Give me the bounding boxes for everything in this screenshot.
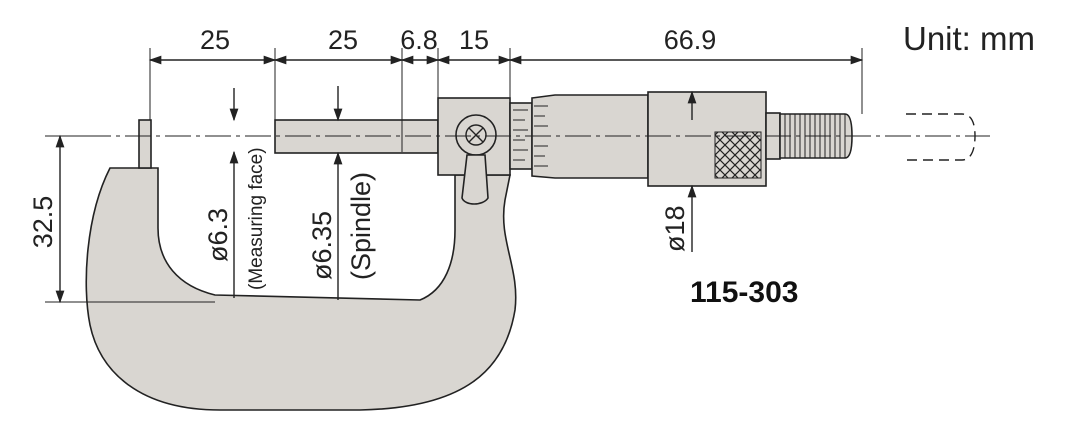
dim-top-4: 15: [459, 25, 489, 55]
lock-lever: [455, 114, 497, 205]
anvil: [138, 119, 152, 169]
dim-top-1: 25: [200, 25, 230, 55]
dim-top-2: 25: [328, 25, 358, 55]
unit-label: Unit: mm: [903, 20, 1035, 57]
dim-frame-height: 32.5: [28, 196, 58, 249]
dim-top-3: 6.8: [400, 25, 438, 55]
dim-thimble-dia: ø18: [660, 205, 690, 252]
knurled-area: [714, 131, 762, 179]
model-number: 115-303: [690, 276, 798, 309]
dim-top-5: 66.9: [664, 25, 717, 55]
c-frame: [85, 167, 517, 411]
dim-spindle-dia: ø6.35: [307, 211, 337, 280]
ratchet-phantom: [906, 113, 976, 161]
dim-spindle-label: (Spindle): [346, 172, 376, 280]
dim-measuring-face-dia: ø6.3: [203, 208, 233, 262]
dim-measuring-face-label: (Measuring face): [246, 147, 267, 290]
